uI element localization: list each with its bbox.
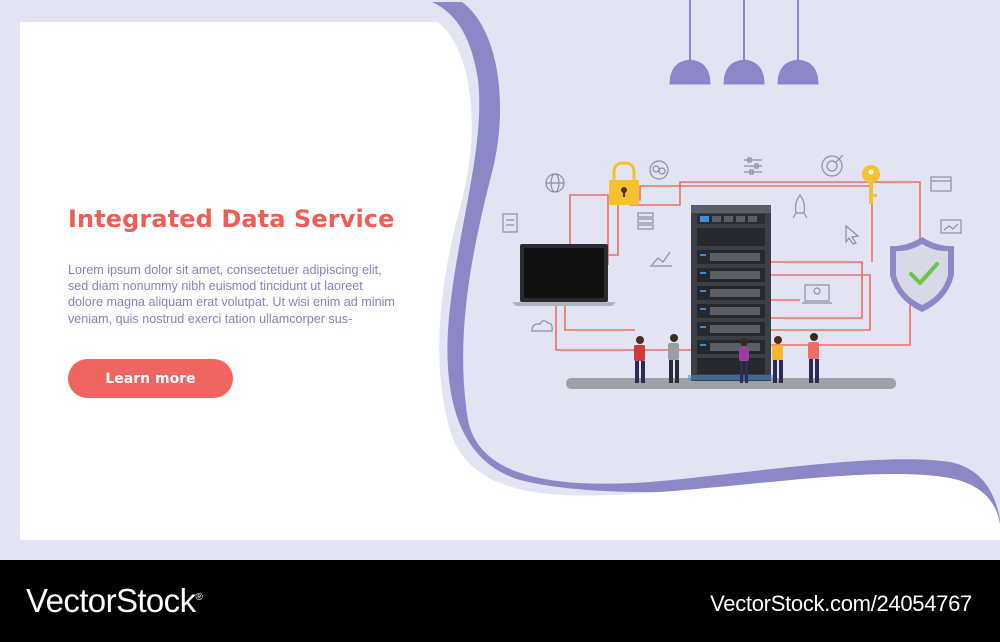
padlock-icon	[609, 161, 639, 205]
laptop-icon	[512, 244, 616, 306]
floor-platform	[566, 378, 896, 389]
page-title: Integrated Data Service	[68, 205, 395, 233]
chart-icon	[650, 251, 672, 267]
cloud-icon	[531, 320, 553, 332]
globe-icon	[545, 173, 565, 193]
ceiling-lamp-icon	[669, 0, 819, 85]
white-panel	[20, 22, 1000, 540]
sliders-icon	[744, 157, 762, 175]
user-card-icon	[802, 284, 832, 304]
team-people	[634, 333, 819, 383]
hero-description: Lorem ipsum dolor sit amet, consectetuer…	[68, 263, 395, 326]
banner-frame	[20, 2, 1000, 540]
monitor-icon	[940, 219, 962, 234]
footer-brand-logo: VectorStock®	[26, 582, 203, 619]
server-stack-icon	[637, 212, 654, 230]
brain-icon	[649, 160, 669, 180]
person	[772, 336, 783, 383]
rocket-icon	[792, 193, 808, 219]
footer-image-id: VectorStock.com/24054767	[710, 591, 972, 616]
key-icon	[862, 165, 880, 204]
data-center-illustration	[502, 0, 962, 389]
person	[739, 338, 749, 383]
target-icon	[821, 154, 844, 177]
document-icon	[502, 213, 518, 233]
shield-check-icon	[890, 237, 954, 312]
person	[668, 334, 679, 383]
person	[634, 336, 645, 383]
data-center-rack	[688, 205, 774, 381]
footer-bar	[0, 560, 1000, 642]
code-window-icon	[930, 176, 952, 192]
learn-more-button[interactable]: Learn more	[68, 359, 233, 398]
person	[808, 333, 819, 383]
cursor-click-icon	[845, 224, 860, 245]
